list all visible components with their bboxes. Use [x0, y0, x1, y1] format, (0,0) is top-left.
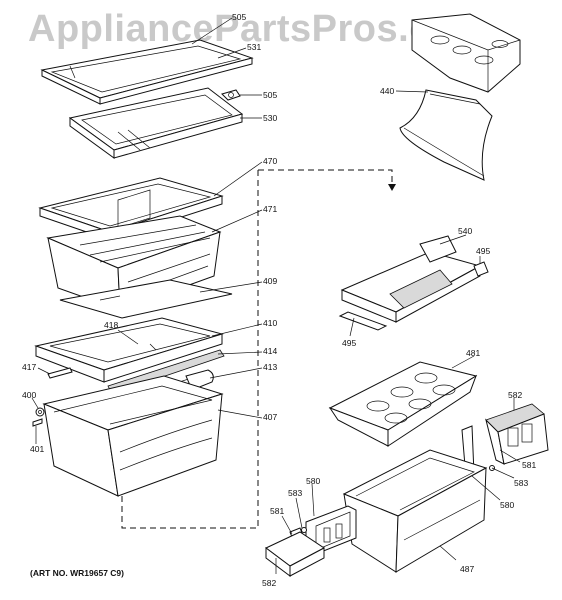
callout-410: 410 — [263, 318, 277, 328]
part-main-drawer — [42, 375, 224, 497]
callout-581-left: 581 — [270, 506, 284, 516]
callout-407: 407 — [263, 412, 277, 422]
part-shelf-clip — [221, 89, 241, 101]
callout-401: 401 — [30, 444, 44, 454]
part-rail — [47, 367, 73, 379]
callout-471: 471 — [263, 204, 277, 214]
callout-583-left: 583 — [288, 488, 302, 498]
callout-580-left: 580 — [306, 476, 320, 486]
callout-487: 487 — [460, 564, 474, 574]
callout-531: 531 — [247, 42, 261, 52]
callout-583-right: 583 — [514, 478, 528, 488]
callout-417: 417 — [22, 362, 36, 372]
part-divider-tray — [328, 361, 478, 447]
part-small-fasteners — [32, 407, 45, 427]
callout-582-right: 582 — [508, 390, 522, 400]
callout-582-left: 582 — [262, 578, 276, 588]
callout-440: 440 — [380, 86, 394, 96]
callout-540: 540 — [458, 226, 472, 236]
callout-581-right: 581 — [522, 460, 536, 470]
callout-418: 418 — [104, 320, 118, 330]
callout-labels: 505 531 505 530 440 470 471 409 418 410 … — [22, 12, 536, 588]
callout-495-left: 495 — [342, 338, 356, 348]
part-glass-panel — [59, 279, 233, 319]
callout-414: 414 — [263, 346, 277, 356]
callout-495-right: 495 — [476, 246, 490, 256]
part-top-glass-shelf — [40, 39, 254, 105]
callout-481: 481 — [466, 348, 480, 358]
callout-413: 413 — [263, 362, 277, 372]
part-pan-rail — [338, 311, 388, 331]
callout-409: 409 — [263, 276, 277, 286]
leader-lines — [31, 17, 521, 574]
part-pan-cover — [340, 235, 489, 323]
callout-400: 400 — [22, 390, 36, 400]
part-bin-cover-top — [411, 13, 521, 93]
art-number: (ART NO. WR19657 C9) — [30, 568, 124, 578]
part-deli-drawer — [342, 449, 488, 573]
callout-505-top: 505 — [232, 12, 246, 22]
assembly-guide-lines — [121, 169, 396, 529]
callout-530: 530 — [263, 113, 277, 123]
callout-470: 470 — [263, 156, 277, 166]
callout-580-right: 580 — [500, 500, 514, 510]
callout-505-clip: 505 — [263, 90, 277, 100]
part-left-bracket — [265, 505, 357, 577]
part-curved-cover — [399, 89, 493, 181]
part-lower-shelf — [68, 87, 244, 159]
part-right-bracket — [461, 403, 549, 479]
